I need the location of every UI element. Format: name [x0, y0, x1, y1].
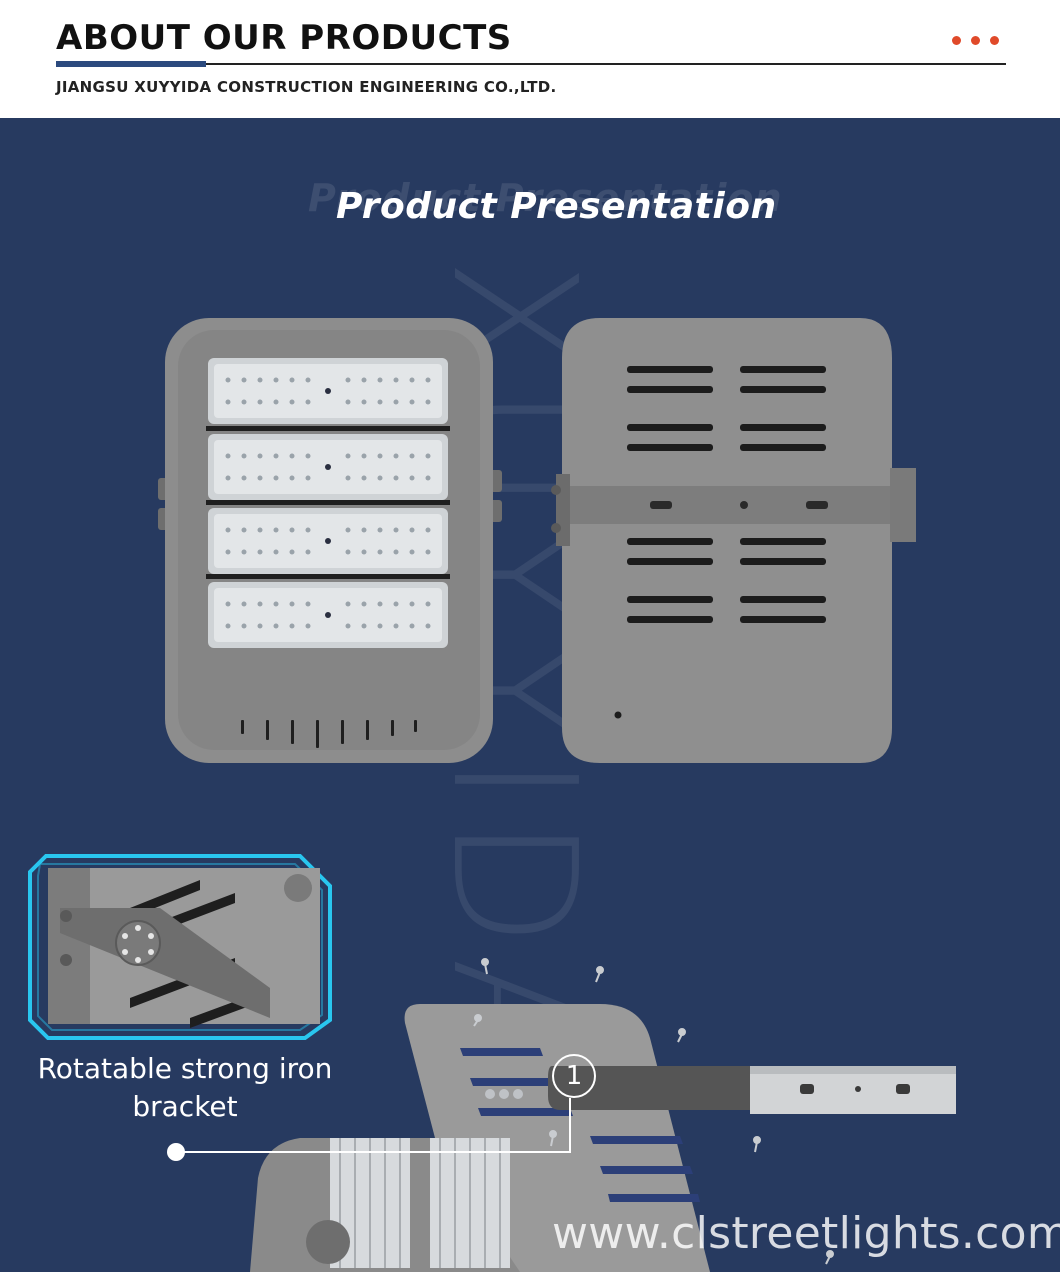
callout-connector: [167, 1098, 571, 1161]
feature-caption-line1: Rotatable strong iron: [37, 1052, 333, 1085]
floodlight-front-image: [158, 318, 502, 763]
floodlight-back-image: [551, 318, 916, 763]
company-name: JIANGSU XUYYIDA CONSTRUCTION ENGINEERING…: [56, 78, 557, 96]
product-presentation-panel: Product Presentation Product Presentatio…: [0, 118, 1060, 1272]
header-title: ABOUT OUR PRODUCTS: [56, 18, 512, 58]
section-title: Product Presentation: [336, 186, 777, 227]
callout-number-badge: 1: [552, 1054, 596, 1098]
header-accent-bar: [56, 61, 206, 67]
feature-caption: Rotatable strong iron bracket: [30, 1050, 340, 1126]
bracket-detail-inset: [28, 854, 332, 1040]
product-scene: XUYYIDA: [28, 258, 956, 1272]
page-header: ABOUT OUR PRODUCTS JIANGSU XUYYIDA CONST…: [0, 0, 1060, 118]
section-title-shadow: Product Presentation: [308, 176, 783, 220]
exploded-view-image: [250, 958, 956, 1272]
header-dots-icon: [952, 36, 999, 45]
header-divider: [56, 63, 1006, 65]
feature-caption-line2: bracket: [132, 1090, 238, 1123]
website-watermark: www.clstreetlights.com: [552, 1208, 1060, 1259]
